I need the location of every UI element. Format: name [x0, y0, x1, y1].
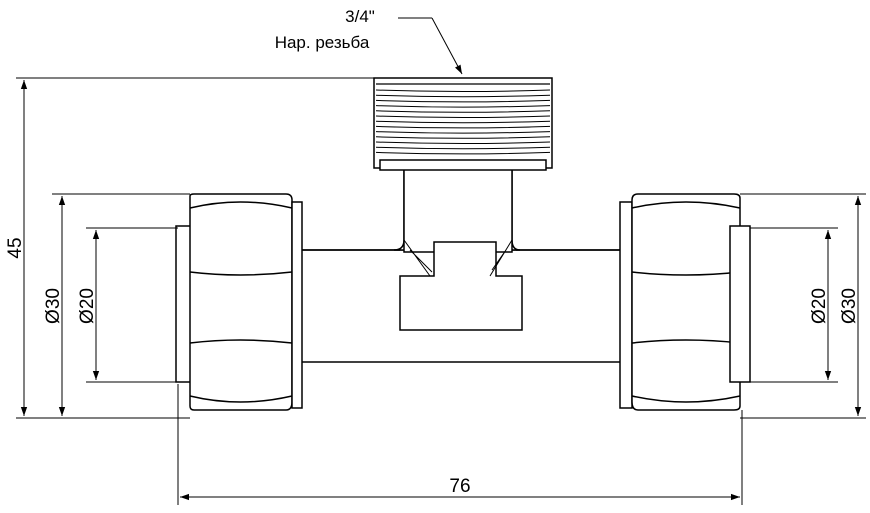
thread-lines	[375, 89, 551, 155]
tee-body	[299, 167, 631, 363]
dim-height-label: 45	[5, 237, 26, 258]
dimension-lines	[20, 80, 862, 501]
dim-width-label: 76	[449, 476, 470, 497]
right-nut	[619, 193, 751, 411]
inner-bore	[399, 241, 523, 331]
left-nut	[175, 193, 303, 411]
thread-callout-leader	[398, 17, 463, 75]
dim-left-outer-label: Ø30	[43, 288, 64, 324]
stem-inner	[403, 167, 513, 253]
dim-right-outer-label: Ø30	[839, 288, 860, 324]
callout-thread-label: Нар. резьба	[275, 33, 370, 52]
dim-left-inner-label: Ø20	[77, 288, 98, 324]
extension-lines	[16, 77, 866, 505]
callout-size-label: 3/4"	[345, 7, 375, 26]
dim-right-inner-label: Ø20	[809, 288, 830, 324]
threaded-nipple	[373, 77, 553, 171]
